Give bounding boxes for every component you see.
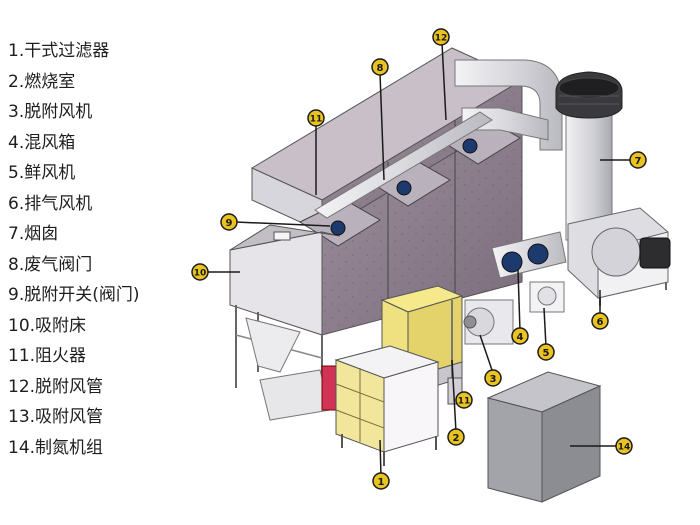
callout-4-number: 4 [517, 332, 524, 343]
callout-12: 12 [432, 28, 450, 121]
callout-8: 8 [371, 58, 389, 181]
legend-item-adsorption-duct: 13.吸附风管 [8, 407, 104, 427]
callout-7: 7 [600, 151, 647, 169]
desorption-fan [463, 299, 514, 345]
callout-1: 1 [372, 439, 390, 490]
callout-4: 4 [511, 269, 529, 345]
callout-2-number: 2 [453, 433, 460, 444]
callout-6: 6 [591, 290, 609, 330]
nitrogen-unit [486, 371, 602, 503]
dry-filter [259, 345, 440, 466]
legend-item-mixing-box: 4.混风箱 [8, 132, 76, 153]
legend-item-desorption-duct: 12.脱附风管 [8, 376, 104, 397]
callout-11: 11 [307, 109, 325, 195]
legend-item-combustion-chamber: 2.燃烧室 [8, 71, 76, 92]
callout-1-number: 1 [378, 477, 385, 488]
callout-11-number: 11 [310, 115, 323, 125]
callout-5-number: 5 [543, 348, 550, 359]
adsorption-bed-left [229, 224, 341, 400]
callout-3: 3 [479, 334, 502, 387]
legend-item-waste-gas-valve: 8.废气阀门 [8, 254, 93, 275]
callout-2: 2 [447, 359, 465, 446]
legend-item-dry-filter: 1.干式过滤器 [8, 41, 110, 61]
callout-12-number: 12 [435, 34, 448, 44]
callout-3-number: 3 [490, 374, 497, 385]
legend-item-fresh-air-fan: 5.鲜风机 [8, 163, 76, 183]
callout-14: 14 [570, 437, 633, 455]
legend-item-flame-arrester: 11.阻火器 [8, 346, 87, 366]
legend-item-desorption-fan: 3.脱附风机 [8, 102, 93, 122]
component-legend: 1.干式过滤器 2.燃烧室 3.脱附风机 4.混风箱 5.鲜风机 6.排气风机 … [8, 36, 208, 463]
callout-7-number: 7 [635, 156, 642, 167]
callout-10: 10 [191, 263, 240, 281]
callout-9: 9 [220, 213, 331, 231]
exhaust-fan [567, 207, 671, 306]
callout-11-lower: 11 [455, 391, 473, 409]
mixing-box-and-fans [491, 231, 567, 313]
callout-8-number: 8 [377, 63, 384, 74]
callout-6-number: 6 [597, 317, 604, 328]
callout-14-number: 14 [618, 443, 631, 453]
callout-11-lower-number: 11 [458, 397, 471, 407]
legend-item-exhaust-fan: 6.排气风机 [8, 193, 93, 214]
callout-9-number: 9 [226, 218, 233, 229]
top-duct-and-chimney [454, 59, 623, 241]
callout-5: 5 [537, 307, 555, 361]
desorption-pipes [314, 111, 493, 236]
legend-item-nitrogen-unit: 14.制氮机组 [8, 437, 104, 458]
callout-10-number: 10 [194, 269, 207, 279]
legend-item-adsorption-bed: 10.吸附床 [8, 315, 87, 336]
legend-item-desorption-switch: 9.脱附开关(阀门) [8, 285, 140, 305]
legend-item-chimney: 7.烟囱 [8, 224, 59, 244]
